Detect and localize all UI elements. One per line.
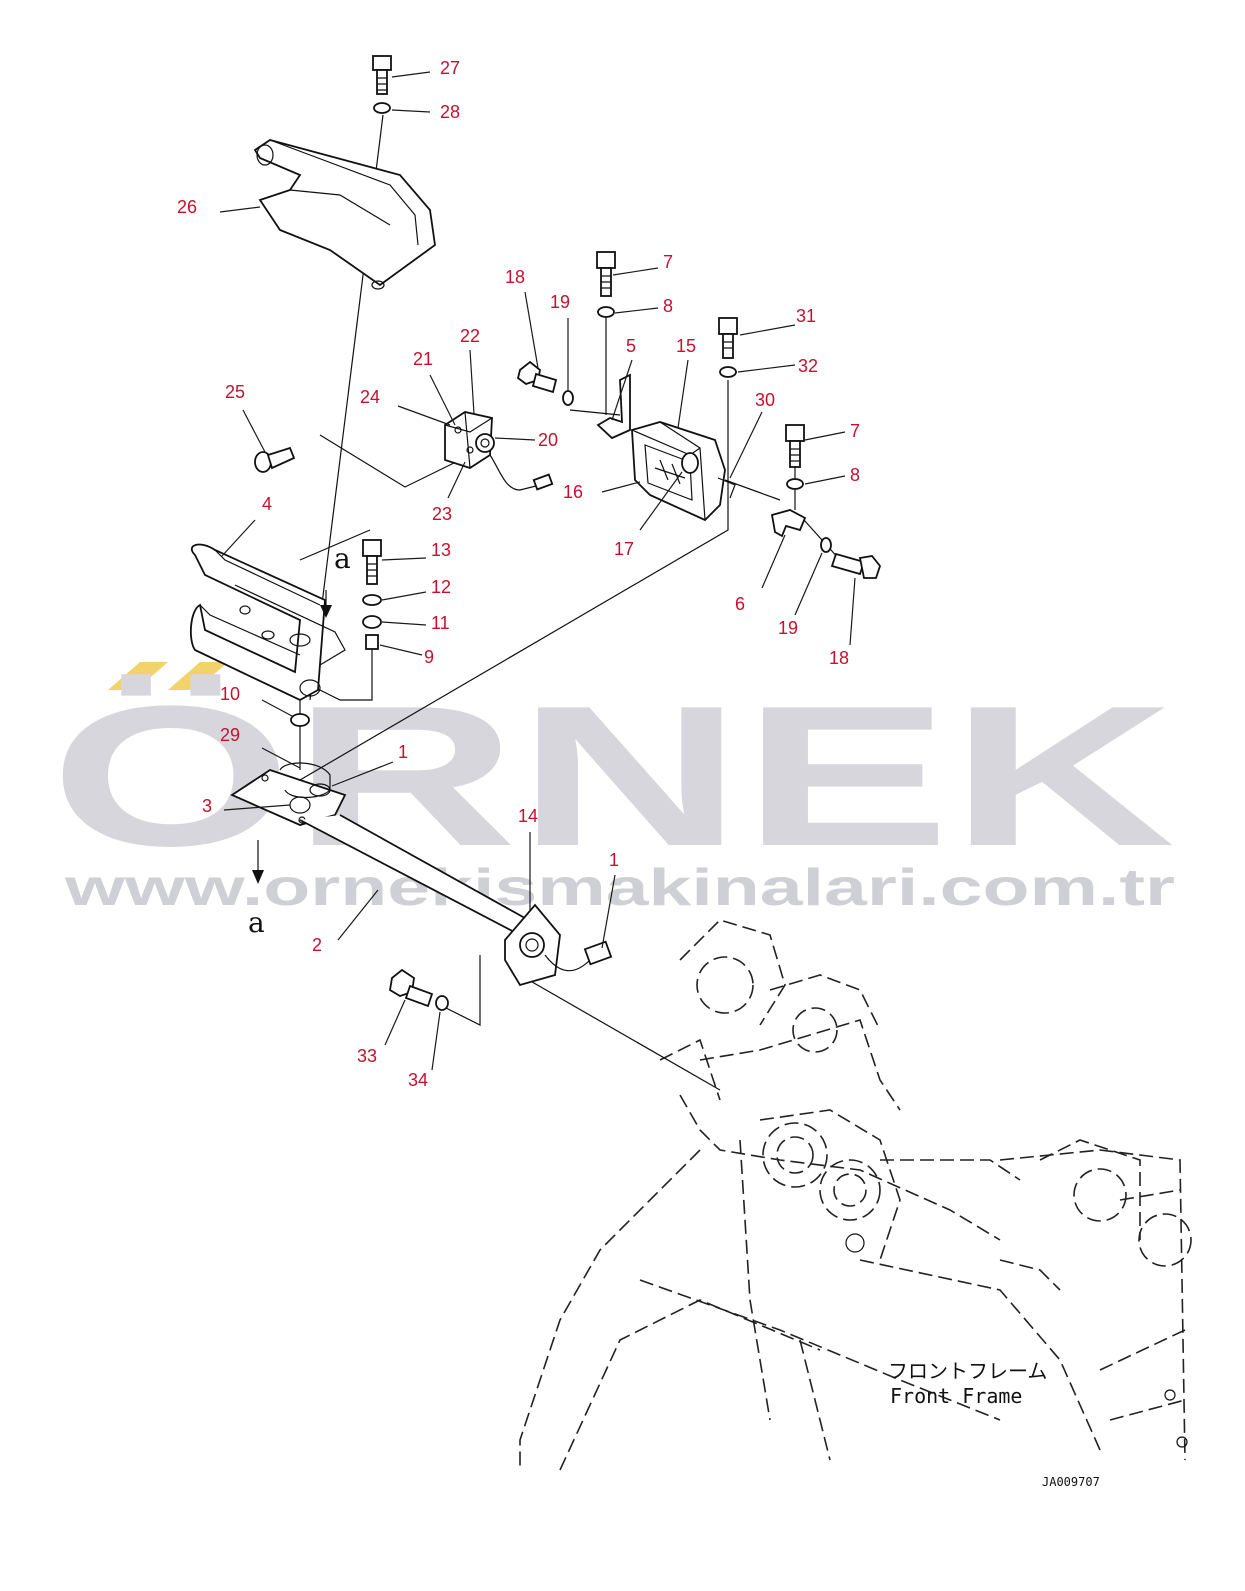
- bolt-31: [718, 317, 738, 359]
- callout-15: 15: [676, 336, 696, 356]
- bolt-18-right: [830, 552, 882, 579]
- callout-8-top: 8: [663, 296, 673, 316]
- washer-34: [435, 995, 449, 1011]
- callout-26: 26: [177, 197, 197, 217]
- bolt-25: [254, 446, 296, 473]
- bolt-27: [372, 55, 392, 95]
- view-marker-lower: a: [248, 840, 265, 939]
- svg-text:a: a: [248, 906, 265, 939]
- callout-24: 24: [360, 387, 380, 407]
- washer-28: [373, 102, 391, 114]
- bolt-13: [362, 539, 382, 585]
- washer-32: [719, 366, 737, 378]
- washer-8-top: [597, 306, 615, 318]
- guard-cover-26: [253, 139, 436, 290]
- callout-18-left: 18: [505, 267, 525, 287]
- callout-9: 9: [424, 647, 434, 667]
- frame-label-en: Front Frame: [890, 1384, 1022, 1408]
- nut-10: [290, 713, 310, 727]
- callout-numbers: 27 28 26 18 19 7 8 5 15 31 32 30 21 22 2…: [177, 58, 860, 1090]
- callout-1-lower: 1: [609, 850, 619, 870]
- bolt-7-top: [596, 251, 616, 297]
- spacer-9: [365, 634, 379, 650]
- washer-8-right: [786, 478, 804, 490]
- callout-3: 3: [202, 796, 212, 816]
- callout-16: 16: [563, 482, 583, 502]
- nut-11: [362, 615, 382, 629]
- callout-23: 23: [432, 504, 452, 524]
- callout-4: 4: [262, 494, 272, 514]
- callout-21: 21: [413, 349, 433, 369]
- bolt-33: [389, 968, 434, 1008]
- mount-plate-3: [230, 762, 347, 826]
- callout-28: 28: [440, 102, 460, 122]
- view-marker-upper: a: [320, 542, 351, 618]
- callout-2: 2: [312, 935, 322, 955]
- drawing-code: JA009707: [1042, 1475, 1100, 1489]
- watermark-accent-left: [108, 662, 168, 690]
- front-frame: [519, 919, 1192, 1471]
- leader-lines: [219, 71, 856, 1071]
- callout-17: 17: [614, 539, 634, 559]
- bolt-18-left: [516, 360, 558, 394]
- washer-19-left: [562, 390, 574, 406]
- flood-lamp-21: [444, 411, 554, 491]
- callout-7-top: 7: [663, 252, 673, 272]
- callout-14: 14: [518, 806, 538, 826]
- callout-6: 6: [735, 594, 745, 614]
- bracket-5: [596, 373, 631, 440]
- callout-10: 10: [220, 684, 240, 704]
- callout-7-right: 7: [850, 421, 860, 441]
- lamp-guard-4: [189, 543, 346, 702]
- watermark-url: www.ornekismakinalari.com.tr: [64, 859, 1175, 917]
- callout-11: 11: [431, 613, 450, 633]
- tube-2: [299, 814, 613, 987]
- callout-29: 29: [220, 725, 240, 745]
- callout-30: 30: [755, 390, 775, 410]
- callout-32: 32: [798, 356, 818, 376]
- callout-19-left: 19: [550, 292, 570, 312]
- callout-1-upper: 1: [398, 742, 408, 762]
- washer-19-right: [820, 537, 832, 553]
- callout-27: 27: [440, 58, 460, 78]
- callout-12: 12: [431, 577, 451, 597]
- callout-18-right: 18: [829, 648, 849, 668]
- work-lamp-15: [631, 421, 736, 522]
- callout-31: 31: [796, 306, 816, 326]
- callout-19-right: 19: [778, 618, 798, 638]
- frame-label-jp: フロントフレーム: [888, 1359, 1047, 1383]
- washer-12: [362, 594, 382, 606]
- callout-20: 20: [538, 430, 558, 450]
- callout-13: 13: [431, 540, 451, 560]
- callout-34: 34: [408, 1070, 428, 1090]
- callout-25: 25: [225, 382, 245, 402]
- bolt-7-right: [785, 424, 805, 468]
- bracket-6: [770, 509, 807, 538]
- callout-33: 33: [357, 1046, 377, 1066]
- watermark-brand: ÖRNEK: [50, 665, 1175, 888]
- svg-text:a: a: [334, 542, 351, 575]
- watermark-accent-right: [168, 662, 228, 690]
- callout-22: 22: [460, 326, 480, 346]
- callout-8-right: 8: [850, 465, 860, 485]
- watermark: ÖRNEK www.ornekismakinalari.com.tr: [50, 662, 1175, 917]
- callout-5: 5: [626, 336, 636, 356]
